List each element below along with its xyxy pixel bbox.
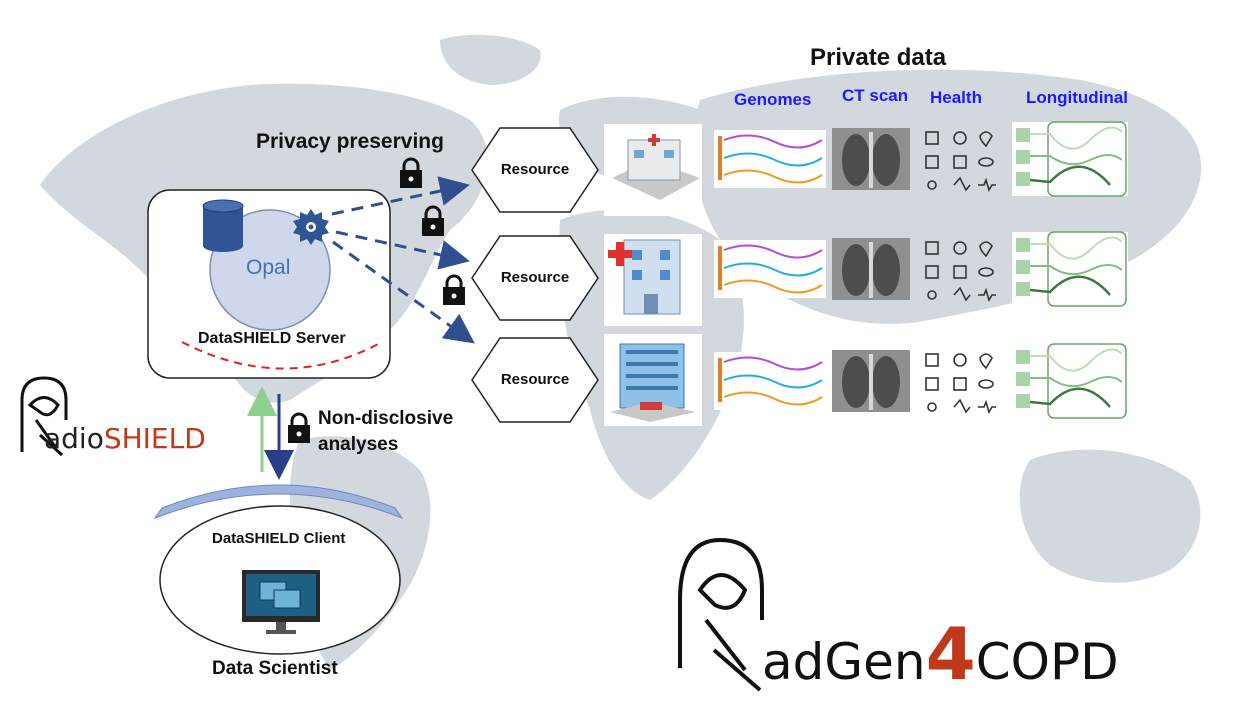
column-header-longitudinal: Longitudinal <box>1026 88 1128 107</box>
non-disclosive-label-line1: Non-disclosive <box>318 408 454 429</box>
health-icons-2 <box>925 241 996 302</box>
radioshield-logo-text: adioSHIELD <box>44 422 206 455</box>
resource-hexagon-3 <box>471 337 599 423</box>
server-label: DataSHIELD Server <box>198 330 346 347</box>
radioshield-logo-part1: adio <box>44 422 104 455</box>
arrow-to-resource-1 <box>331 176 470 216</box>
ct-scan-icon-1 <box>832 128 910 190</box>
radgen4copd-logo-part2: 4 <box>925 612 976 696</box>
resource-hexagon-1 <box>471 127 599 213</box>
monitor-icon <box>242 570 320 634</box>
ct-scan-icon-2 <box>832 238 910 300</box>
lock-icon-arrow-3 <box>443 274 465 305</box>
radgen4copd-logo-mark <box>678 537 764 692</box>
lock-icon-privacy <box>400 157 422 188</box>
radgen4copd-logo-part3: COPD <box>975 633 1119 691</box>
lock-icon-nondisclosive <box>288 412 310 443</box>
resource-label-3: Resource <box>500 371 570 388</box>
client-label: DataSHIELD Client <box>212 530 346 547</box>
health-icons-1 <box>925 131 996 192</box>
data-row-2 <box>604 231 1128 326</box>
hospital-icon-1 <box>604 124 702 216</box>
dashed-red-arc <box>181 341 383 370</box>
map-australia <box>1019 449 1201 583</box>
lock-icon-arrow-1 <box>422 205 444 236</box>
health-icons-3 <box>925 353 996 414</box>
radioshield-logo-part2: SHIELD <box>103 422 206 455</box>
column-header-ct-scan: CT scan <box>842 86 909 105</box>
gear-icon <box>293 209 329 245</box>
genome-icon-2 <box>714 240 826 298</box>
resource-label-1: Resource <box>500 161 570 178</box>
radioshield-logo-mark <box>20 376 68 457</box>
data-row-3 <box>604 334 1128 426</box>
data-scientist-label: Data Scientist <box>212 658 338 679</box>
resource-label-2: Resource <box>500 269 570 286</box>
genome-icon-3 <box>714 352 826 410</box>
radgen4copd-logo-part1: adGen <box>762 633 926 691</box>
opal-label: Opal <box>246 256 291 279</box>
map-greenland <box>440 34 541 85</box>
client-arc-shield <box>153 484 404 520</box>
data-row-1 <box>604 121 1128 216</box>
ct-scan-icon-3 <box>832 350 910 412</box>
longitudinal-icon-3 <box>1012 343 1128 419</box>
arrow-to-resource-2 <box>335 230 470 270</box>
column-header-genomes: Genomes <box>734 90 812 109</box>
column-header-health: Health <box>930 88 982 107</box>
privacy-preserving-label: Privacy preserving <box>256 130 444 153</box>
radgen4copd-logo-text: adGen4COPD <box>762 612 1119 696</box>
genome-icon-1 <box>714 130 826 188</box>
database-icon <box>202 199 244 252</box>
longitudinal-icon-2 <box>1012 231 1128 307</box>
hospital-icon-3 <box>604 334 702 426</box>
longitudinal-icon-1 <box>1012 121 1128 197</box>
hospital-icon-2 <box>604 234 702 326</box>
private-data-heading: Private data <box>810 44 947 71</box>
resource-hexagon-2 <box>471 235 599 321</box>
arrow-to-resource-3 <box>332 240 475 344</box>
non-disclosive-label-line2: analyses <box>318 434 399 455</box>
